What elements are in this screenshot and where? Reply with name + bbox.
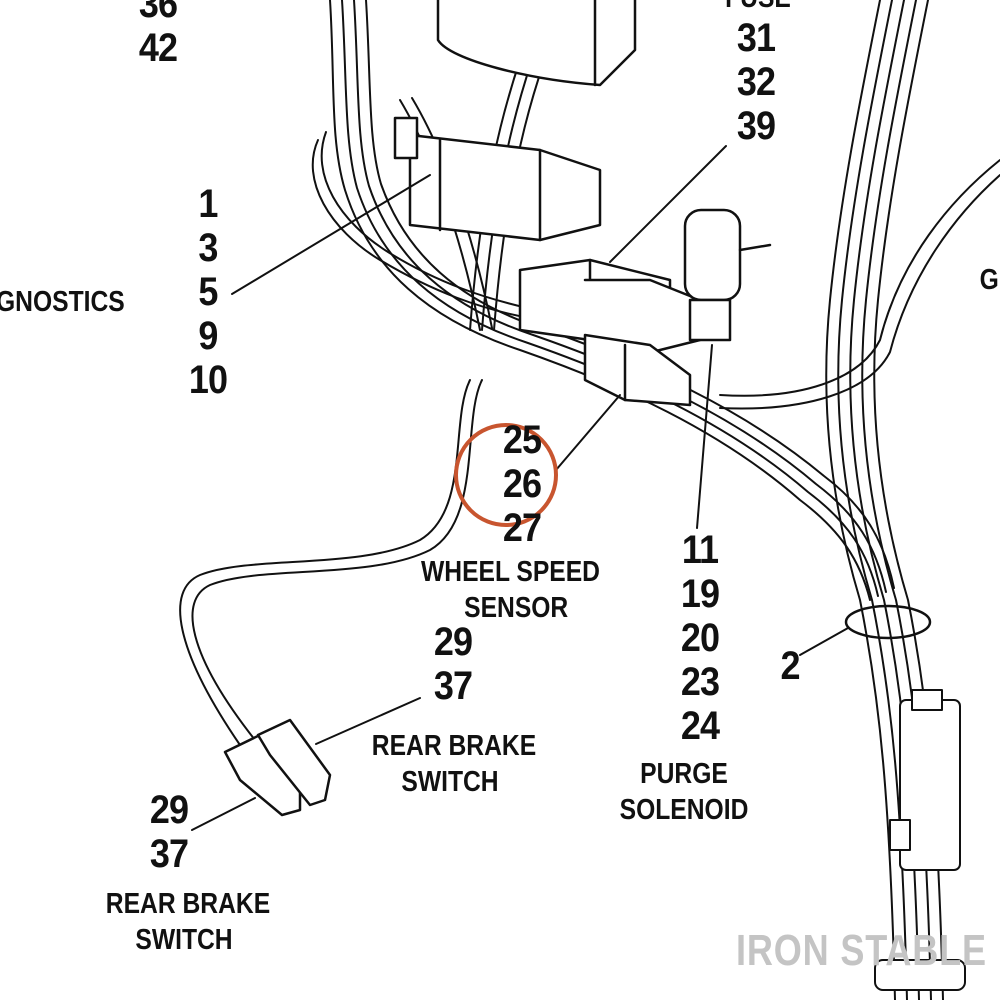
label-line: SOLENOID — [619, 794, 749, 826]
callout-number: 36 — [138, 0, 178, 26]
callout-number: 37 — [433, 664, 473, 708]
callout-diagnostics: 1 3 5 9 10 — [188, 182, 228, 402]
callout-number: 37 — [149, 832, 189, 876]
callout-number: 11 — [681, 528, 719, 572]
label-line: SENSOR — [464, 592, 569, 624]
diagnostics-connector — [393, 116, 602, 242]
callout-number: 31 — [736, 16, 776, 60]
label-line: WHEEL SPEED — [421, 556, 600, 588]
purge-label: PURGE SOLENOID — [616, 756, 752, 828]
wheel-speed-label: WHEEL SPEED SENSOR — [421, 554, 600, 626]
callout-number: 26 — [502, 462, 542, 506]
callout-rear-brake-lower: 29 37 — [147, 788, 192, 876]
callout-two: 2 — [777, 644, 802, 688]
bottom-fitting — [874, 959, 966, 991]
callout-number: 2 — [780, 644, 800, 688]
callout-wheel-speed: 25 26 27 — [499, 418, 546, 550]
right-connector — [889, 689, 961, 871]
callout-number: 29 — [149, 788, 189, 832]
callout-number: 9 — [198, 314, 218, 358]
fuse-label: FUSE — [724, 0, 792, 16]
callout-number: 29 — [433, 620, 473, 664]
callout-number: 20 — [680, 616, 720, 660]
top-module — [436, 0, 637, 87]
callout-number: 19 — [680, 572, 720, 616]
callout-purge: 11 19 20 23 24 — [675, 528, 725, 748]
callout-number: 3 — [198, 226, 218, 270]
label-line: REAR BRAKE — [105, 888, 271, 920]
callout-number: 32 — [736, 60, 776, 104]
ground-label: G — [979, 264, 999, 296]
purge-connector — [683, 208, 772, 342]
callout-number: 10 — [188, 358, 228, 402]
harness-clamp — [844, 604, 932, 640]
callout-number: 5 — [198, 270, 218, 314]
rear-brake-lower-label: REAR BRAKE SWITCH — [105, 886, 271, 958]
leader-lines — [191, 145, 849, 831]
callout-number: 25 — [502, 418, 542, 462]
callout-top-left: 36 42 — [138, 0, 178, 70]
label-line: PURGE — [640, 758, 728, 790]
callout-number: 1 — [198, 182, 218, 226]
callout-fuse: 31 32 39 — [731, 16, 781, 148]
callout-number: 24 — [680, 704, 720, 748]
fuse-connector — [518, 258, 702, 357]
watermark: IRON STABLE — [736, 926, 987, 975]
highlight-circle — [454, 423, 558, 527]
rear-brake-connectors — [223, 718, 332, 817]
callout-number: 39 — [736, 104, 776, 148]
wheel-speed-connector — [583, 333, 692, 407]
label-line: REAR BRAKE — [371, 730, 537, 762]
main-harness-bundle — [311, 0, 895, 601]
rear-brake-upper-label: REAR BRAKE SWITCH — [371, 728, 537, 800]
callout-rear-brake-upper: 29 37 — [431, 620, 476, 708]
callout-number: 23 — [680, 660, 720, 704]
label-line: SWITCH — [401, 766, 499, 798]
callout-number: 42 — [138, 26, 178, 70]
label-line: SWITCH — [135, 924, 233, 956]
diagnostics-label: GNOSTICS — [0, 286, 125, 318]
callout-number: 27 — [502, 506, 542, 550]
